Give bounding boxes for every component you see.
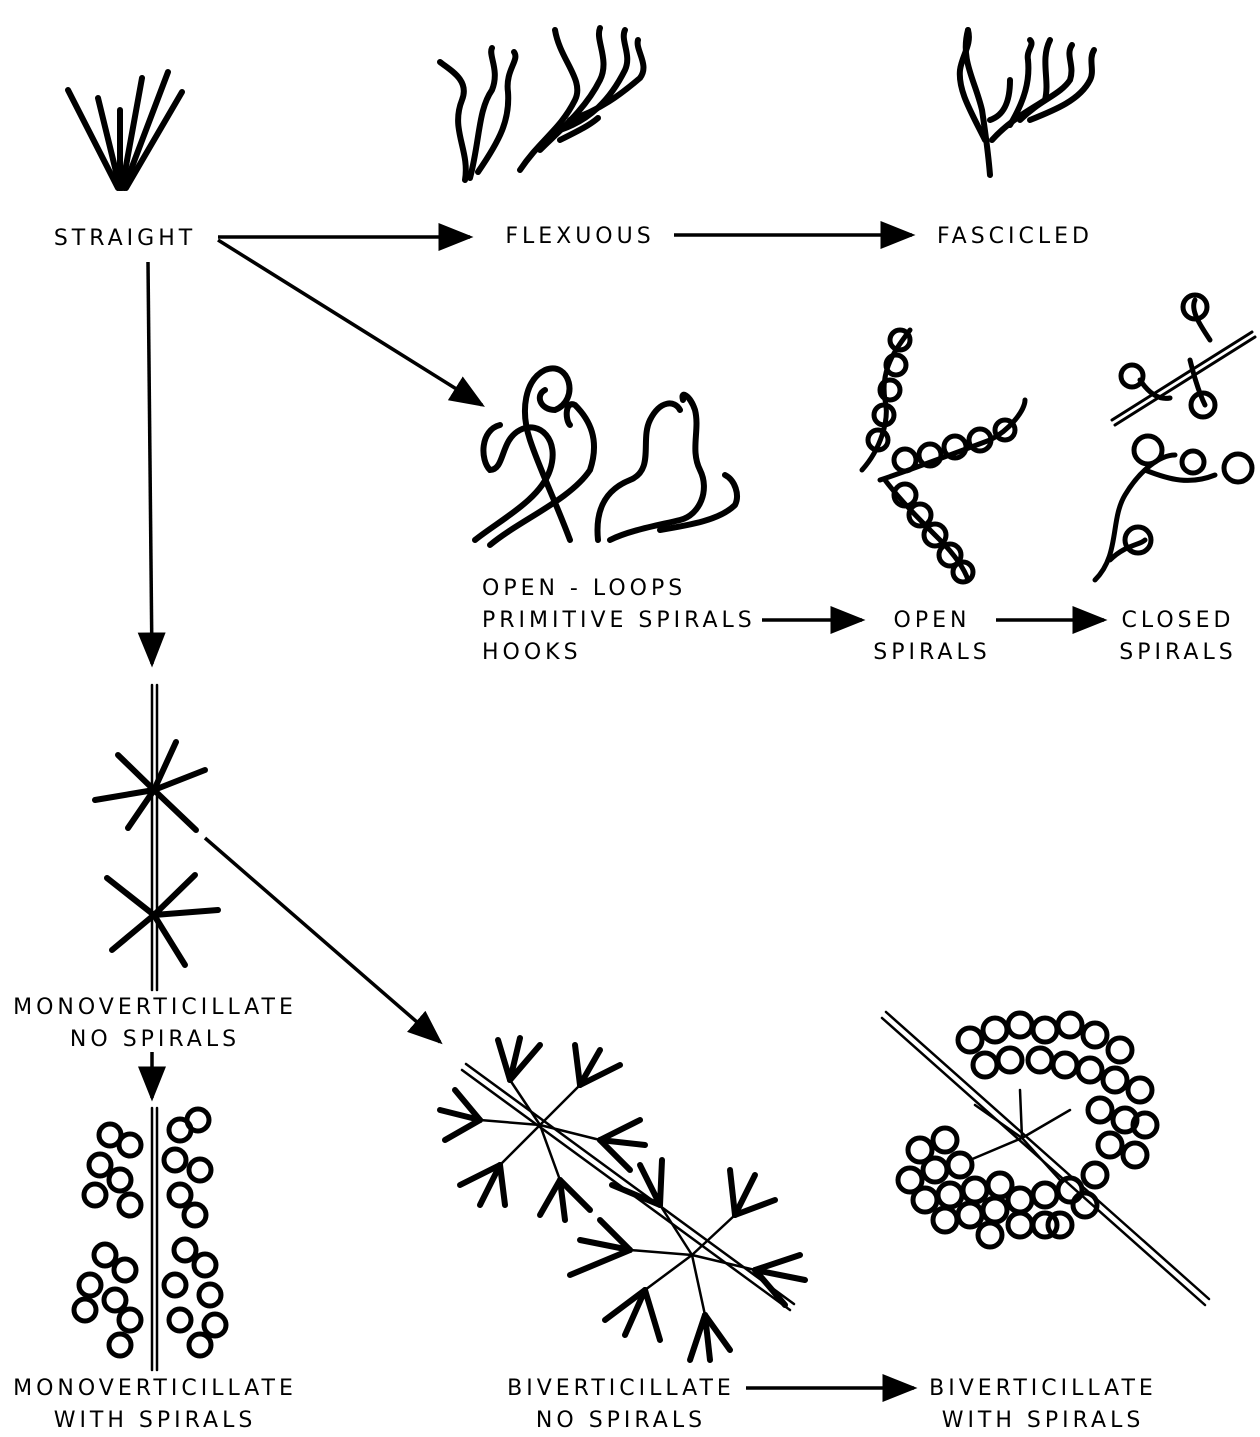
open-spirals-illustration: [862, 330, 1025, 582]
fascicled-illustration: [960, 30, 1094, 175]
label-bi-with-spirals: BIVERTICILLATE WITH SPIRALS: [920, 1373, 1166, 1437]
label-open-loops: OPEN - LOOPS PRIMITIVE SPIRALS HOOKS: [482, 573, 756, 669]
label-bi-no-spirals: BIVERTICILLATE NO SPIRALS: [498, 1373, 744, 1437]
label-fascicled: FASCICLED: [920, 221, 1110, 253]
label-straight: STRAIGHT: [30, 223, 220, 255]
open-loops-illustration: [475, 368, 737, 545]
label-mono-no-spirals: MONOVERTICILLATE NO SPIRALS: [0, 992, 310, 1056]
label-closed-spirals: CLOSED SPIRALS: [1108, 605, 1248, 669]
bi-with-spirals-illustration: [882, 1012, 1209, 1305]
label-mono-with-spirals: MONOVERTICILLATE WITH SPIRALS: [0, 1373, 310, 1437]
mono-with-spirals-illustration: [74, 1108, 226, 1370]
label-open-spirals: OPEN SPIRALS: [862, 605, 1002, 669]
bi-no-spirals-illustration: [440, 1038, 805, 1360]
arrow-straight-to-mono: [148, 262, 152, 664]
closed-spirals-illustration: [1095, 295, 1255, 580]
label-flexuous: FLEXUOUS: [485, 221, 675, 253]
arrows: [148, 235, 1104, 1388]
flexuous-illustration: [440, 28, 643, 180]
straight-illustration: [68, 72, 182, 188]
arrow-straight-to-open-loops: [218, 240, 482, 405]
mono-no-spirals-illustration: [95, 685, 218, 990]
